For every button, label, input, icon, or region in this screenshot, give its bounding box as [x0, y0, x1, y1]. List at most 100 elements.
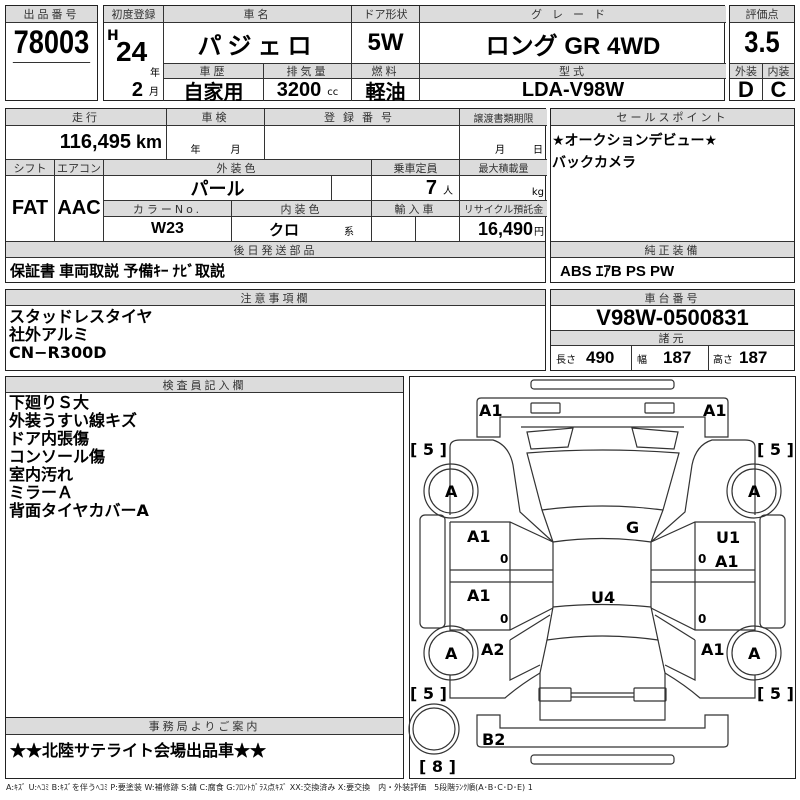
mileage-value: 116,495: [59, 131, 131, 153]
later-parts: 保証書 車両取説 予備ｷｰ ﾅﾋﾞ取説: [10, 262, 226, 280]
ext-score-label: 外装: [730, 63, 762, 79]
inspector-label: 検査員記入欄: [6, 377, 403, 393]
dmg-windshield: G: [626, 518, 639, 537]
year-unit: 年: [150, 68, 160, 79]
dmg-wheel-fr: A: [748, 482, 761, 501]
legend: A:ｷｽﾞ U:ﾍｺﾐ B:ｷｽﾞを伴うﾍｺﾐ P:要塗装 W:補修跡 S:錆 …: [6, 783, 533, 792]
dmg-roof: U4: [591, 588, 615, 607]
sale-points-box: セールスポイント ★オークションデビュー★ バックカメラ 純正装備 ABS ｴｱ…: [550, 108, 795, 283]
dmg-wheel-fl: A: [445, 482, 458, 501]
displacement-value: 3200: [276, 79, 322, 101]
inspector-line: コンソール傷: [9, 447, 106, 466]
right-front-fender: [650, 439, 756, 543]
import-label: 輸入車: [371, 201, 459, 217]
dmg-door-fr-2: A1: [715, 552, 739, 571]
tire-spare: [ 8 ]: [419, 757, 456, 775]
inspector-line: 下廻りＳ大: [9, 393, 90, 412]
ext-score: D: [738, 79, 754, 101]
ext-color-label: 外装色: [103, 159, 371, 176]
lot-label: 出品番号: [6, 6, 97, 23]
recycle-unit: 円: [534, 227, 544, 238]
width-value: 187: [663, 348, 692, 367]
transfer-label: 譲渡書類期限: [459, 109, 547, 126]
int-color-unit: 系: [344, 227, 354, 238]
reg-year: 24: [116, 36, 148, 67]
rear-step: [530, 754, 675, 765]
tire-fl: [ 5 ]: [410, 440, 447, 459]
specs-label: 諸元: [551, 331, 794, 346]
score-label: 評価点: [730, 6, 794, 23]
wheel-fr: [726, 463, 782, 519]
inspector-line: ミラーＡ: [9, 483, 74, 502]
wheel-rl: [423, 625, 479, 681]
grade: ロング GR 4WD: [419, 23, 726, 63]
inspector-list: 下廻りＳ大 外装うすい線キズ ドア内張傷 コンソール傷 室内汚れ ミラーＡ 背面…: [9, 394, 149, 520]
era: H: [107, 28, 119, 44]
int-color: クロ系: [231, 217, 371, 241]
int-color-label: 内装色: [231, 201, 371, 217]
rear-glass: [546, 606, 659, 641]
inspection-year-unit: 年: [190, 145, 201, 156]
dmg-door-rl: A1: [467, 586, 491, 605]
history: 自家用: [163, 79, 263, 101]
grille: [521, 426, 684, 450]
dmg-hood-right: A1: [703, 401, 727, 420]
dmg-hood-left: A1: [479, 401, 503, 420]
height-label: 高さ: [713, 354, 733, 366]
inspection-label: 車検: [166, 109, 264, 126]
sale-point: バックカメラ: [552, 155, 636, 171]
inspector-line: 外装うすい線キズ: [9, 411, 138, 430]
mileage-unit: km: [135, 132, 162, 152]
tail-bar: [571, 692, 634, 698]
mileage-label: 走行: [6, 109, 166, 126]
left-quarter: [449, 614, 551, 699]
door-type: 5W: [351, 23, 419, 63]
tire-rr: [ 5 ]: [757, 684, 794, 703]
inspector-line: 室内汚れ: [9, 465, 74, 484]
equipment-label: 純正装備: [551, 241, 794, 258]
chassis-label: 車台番号: [551, 290, 794, 306]
door-label: ドア形状: [351, 6, 419, 23]
note-line: スタッドレスタイヤ: [9, 307, 153, 326]
fuel: 軽油: [351, 79, 419, 101]
capacity-value: 7: [425, 176, 437, 199]
left-doors: [449, 521, 554, 631]
import-b: [415, 217, 459, 241]
note-line: 社外アルミ: [9, 325, 89, 344]
rear-bumper: [476, 714, 729, 748]
car-name-label: 車名: [163, 6, 351, 23]
capacity-label: 乗車定員: [371, 159, 459, 176]
transfer-month-unit: 月: [495, 145, 505, 156]
fuel-label: 燃料: [351, 63, 419, 79]
inspector-line: 背面タイヤカバーA: [9, 501, 149, 520]
reg-number-label: 登録番号: [264, 109, 459, 126]
reg-number: [264, 126, 459, 159]
int-score: C: [762, 79, 794, 101]
office-box: 事務局よりご案内 ★★北陸サテライト会場出品車★★: [5, 717, 404, 779]
length-label: 長さ: [556, 354, 576, 366]
sale-point: ★オークションデビュー★: [552, 133, 718, 149]
wheel-fl: [423, 463, 479, 519]
taillight-right: [633, 687, 667, 702]
dmg-door-fl: A1: [467, 527, 491, 546]
inspection-date: 年月: [166, 126, 264, 159]
notes-label: 注意事項欄: [6, 290, 545, 306]
lot-number: 78003: [12, 23, 91, 63]
score-value: 3.5: [744, 26, 780, 59]
headlight-right: [644, 402, 675, 414]
rear-hatch: [539, 639, 666, 721]
dmg-door-fr-sub: 0: [698, 552, 706, 566]
left-front-fender: [449, 439, 554, 543]
note-line: CN−R300D: [9, 343, 107, 362]
int-score-label: 内装: [762, 63, 794, 79]
dmg-quarter-right: A1: [701, 640, 725, 659]
inspection-month-unit: 月: [230, 145, 241, 156]
equipment: ABS ｴｱB PS PW: [560, 262, 675, 280]
height-value: 187: [739, 348, 768, 367]
first-reg-label: 初度登録: [104, 6, 163, 23]
